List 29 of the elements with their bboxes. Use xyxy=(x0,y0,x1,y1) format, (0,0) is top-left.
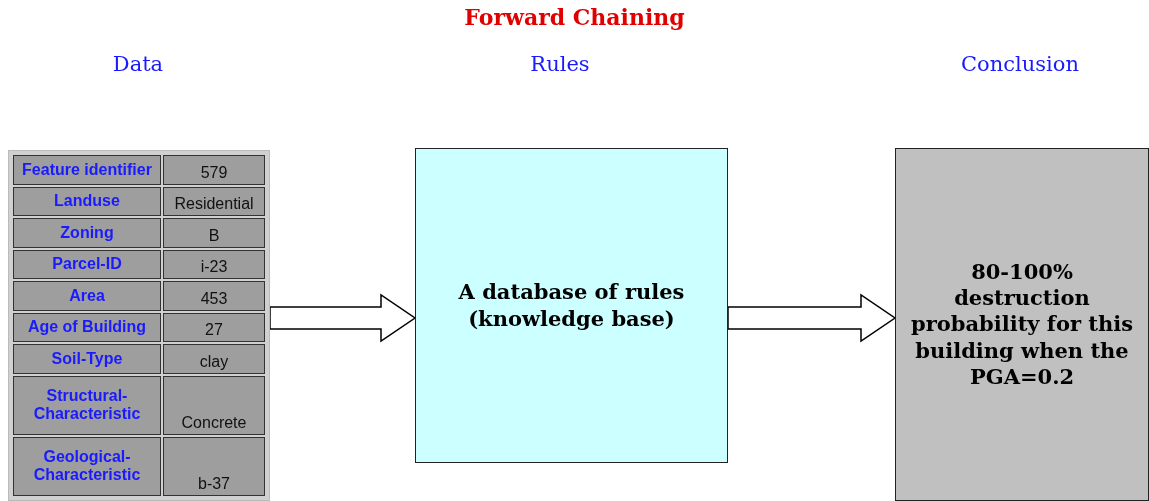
attribute-cell: Feature identifier xyxy=(13,155,161,185)
attribute-cell: Structural- Characteristic xyxy=(13,375,161,435)
box-text: 80-100% destruction probability for this building when the PGA=0.2 xyxy=(909,258,1135,391)
value-cell: Concrete xyxy=(163,375,265,435)
block-arrow xyxy=(727,293,897,343)
rules-box xyxy=(415,148,728,463)
attribute-cell: Zoning xyxy=(13,218,161,248)
title: Forward Chaining xyxy=(463,4,686,30)
attribute-cell: Parcel-ID xyxy=(13,249,161,280)
value-cell: 453 xyxy=(163,281,265,311)
block-arrow xyxy=(269,293,417,343)
attribute-cell: Geological- Characteristic xyxy=(13,436,161,496)
box-text: A database of rules (knowledge base) xyxy=(457,279,686,332)
value-cell: Residential xyxy=(163,186,265,217)
value-cell: 27 xyxy=(163,312,265,343)
attribute-cell: Soil-Type xyxy=(13,344,161,374)
conclusion-box xyxy=(895,148,1149,501)
value-cell: clay xyxy=(163,344,265,374)
column-heading: Data xyxy=(111,52,165,76)
value-cell: b-37 xyxy=(163,436,265,496)
column-heading: Conclusion xyxy=(960,52,1080,76)
data-table xyxy=(8,150,270,501)
column-heading: Rules xyxy=(529,52,591,76)
value-cell: i-23 xyxy=(163,249,265,280)
attribute-cell: Landuse xyxy=(13,186,161,217)
attribute-cell: Area xyxy=(13,281,161,311)
attribute-cell: Age of Building xyxy=(13,312,161,343)
value-cell: 579 xyxy=(163,155,265,185)
value-cell: B xyxy=(163,218,265,248)
